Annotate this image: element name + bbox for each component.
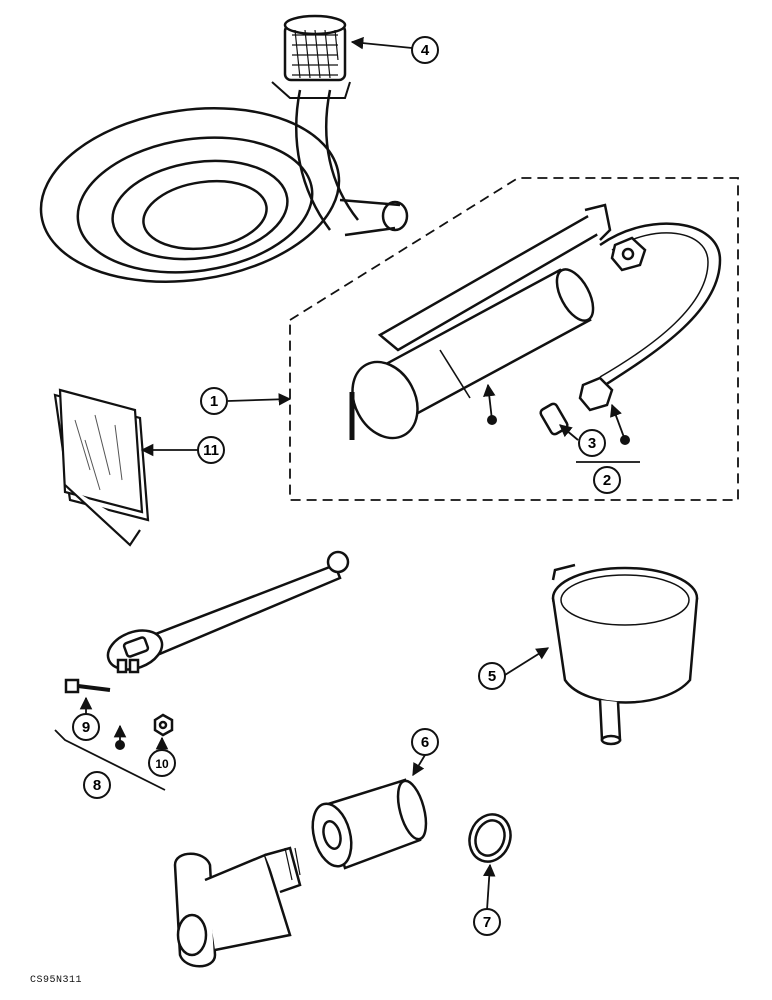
svg-text:5: 5 (488, 668, 496, 685)
svg-text:2: 2 (603, 472, 611, 489)
svg-text:8: 8 (93, 777, 101, 794)
svg-text:9: 9 (82, 719, 90, 736)
elbow-fitting (173, 846, 302, 968)
drawing-code: CS95N311 (30, 975, 83, 986)
svg-text:4: 4 (421, 42, 430, 59)
callout-6: 6 (411, 728, 439, 756)
callout-4: 4 (411, 36, 439, 64)
callout-9: 9 (72, 713, 100, 741)
callout-11: 11 (197, 436, 225, 464)
callout-10: 10 (148, 749, 176, 777)
filler-cup (551, 563, 699, 746)
instruction-card (53, 388, 150, 547)
callouts: 4 1 11 3 2 5 6 9 (72, 36, 621, 936)
callout-5: 5 (478, 662, 506, 690)
leader-lines (79, 36, 626, 911)
callout-7: 7 (473, 908, 501, 936)
callout-8: 8 (83, 771, 111, 799)
o-ring (468, 813, 512, 863)
grease-gun (349, 203, 722, 440)
kit-boundary (289, 177, 739, 501)
svg-text:1: 1 (210, 393, 218, 410)
callout-3: 3 (578, 429, 606, 457)
svg-text:3: 3 (588, 435, 596, 452)
hose-assembly (39, 14, 409, 283)
callout-2: 2 (593, 466, 621, 494)
component-dots (115, 415, 630, 750)
group-brackets (54, 461, 640, 791)
callout-1: 1 (200, 387, 228, 415)
svg-text:7: 7 (483, 914, 491, 931)
wrench-assembly (64, 550, 350, 737)
svg-text:6: 6 (421, 734, 429, 751)
svg-text:11: 11 (203, 442, 219, 459)
svg-text:10: 10 (155, 757, 169, 771)
adapter-fitting (311, 778, 428, 870)
